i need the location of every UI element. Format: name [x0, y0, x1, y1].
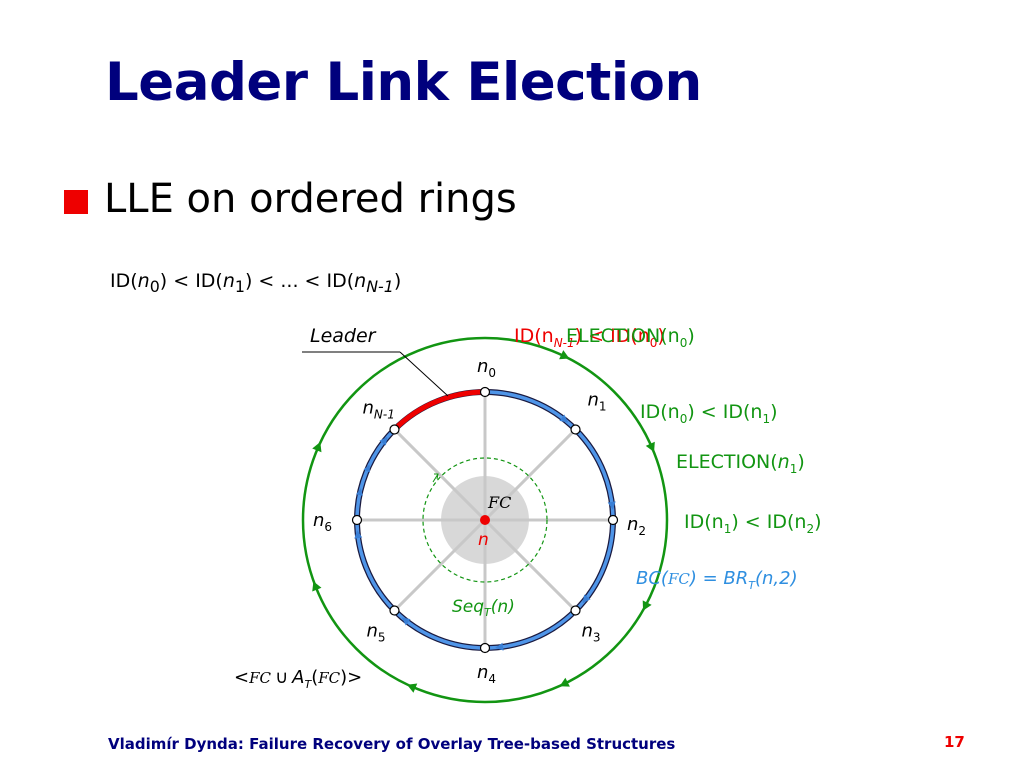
ring-node-label: n5: [366, 621, 385, 645]
seq-dashed-circle: [422, 457, 548, 583]
ring-node: [389, 605, 400, 616]
ring-arrow-icon: [559, 414, 569, 423]
center-node: [480, 515, 490, 525]
annotation-fc-union: <FC∪AT(FC)>: [234, 667, 362, 691]
ring-arrow-icon: [495, 642, 504, 651]
ring-node: [607, 514, 619, 526]
ring-arrow-icon: [356, 488, 363, 496]
outer-ring-arrow-icon: [559, 350, 570, 360]
page-number: 17: [944, 733, 965, 751]
ring-node-label: nN-1: [362, 397, 394, 421]
outer-ring-arrow-icon: [312, 581, 322, 592]
annotation-bc-fc: BC(FC) = BRT(n,2): [636, 568, 798, 592]
ring-node-label: n3: [582, 621, 601, 645]
outer-ring-arrow-icon: [645, 441, 655, 452]
annotation-election-n0: ELECTION(n0): [566, 325, 695, 350]
ring-arrow-icon: [607, 501, 616, 510]
leader-label: Leader: [310, 325, 377, 347]
annotation-id-n1-lt-n2: ID(n1) < ID(n2): [684, 511, 822, 536]
leader-pointer: [399, 351, 449, 397]
id-ordering-formula: ID(n0) < ID(n1) < ... < ID(nN-1): [110, 270, 402, 296]
ring-arrow-icon: [354, 530, 363, 539]
seq-label: SeqT(n): [452, 597, 515, 619]
bullet-text: LLE on ordered rings: [104, 176, 517, 222]
slide-title: Leader Link Election: [105, 52, 702, 113]
ring-node: [389, 424, 400, 435]
spoke-line: [393, 428, 487, 522]
outer-ring-arrow-icon: [312, 442, 322, 453]
ring-node: [479, 642, 491, 654]
ring-spokes: [357, 392, 613, 648]
fc-label: FC: [487, 493, 511, 512]
annotation-id-nN1-lt-n0: ID(nN-1) < ID(n0): [514, 325, 665, 350]
ring-nodes: n0 n1 n2 n3 n4 n5 n6 nN-1: [313, 356, 646, 686]
ring-node-label: n0: [477, 356, 496, 380]
ring-direction-arrows: [354, 414, 616, 651]
ring-arrow-icon: [363, 464, 370, 473]
spoke-line: [483, 518, 577, 612]
ring-node-label: n2: [627, 514, 646, 538]
seq-arrow-icon: [432, 473, 439, 483]
ring-node-label: n4: [477, 662, 496, 686]
spoke-line: [483, 428, 577, 522]
bullet-square-icon: [64, 190, 88, 214]
green-ring-arrows: [312, 350, 655, 693]
footer-author-title: Vladimír Dynda: Failure Recovery of Over…: [108, 735, 676, 753]
ring-node: [570, 424, 581, 435]
annotation-id-n0-lt-n1: ID(n0) < ID(n1): [640, 401, 778, 426]
ring-node: [479, 386, 491, 398]
outer-ring-arrow-icon: [642, 600, 652, 611]
annotation-election-n1: ELECTION(n1): [676, 451, 805, 476]
leader-link-arc: [392, 389, 486, 432]
ring-node: [351, 514, 363, 526]
ring-node-label: n1: [588, 389, 607, 413]
ring-arrow-icon: [582, 594, 591, 604]
outer-green-ring: [301, 336, 669, 704]
outer-ring-arrow-icon: [407, 683, 418, 693]
ring-arrow-icon: [401, 617, 411, 626]
spoke-line: [393, 518, 487, 612]
center-node-label: n: [478, 530, 489, 550]
outer-ring-arrow-icon: [559, 677, 570, 687]
ring-node: [570, 605, 581, 616]
ring-arrow-icon: [379, 436, 388, 446]
ring-node-label: n6: [313, 510, 332, 534]
